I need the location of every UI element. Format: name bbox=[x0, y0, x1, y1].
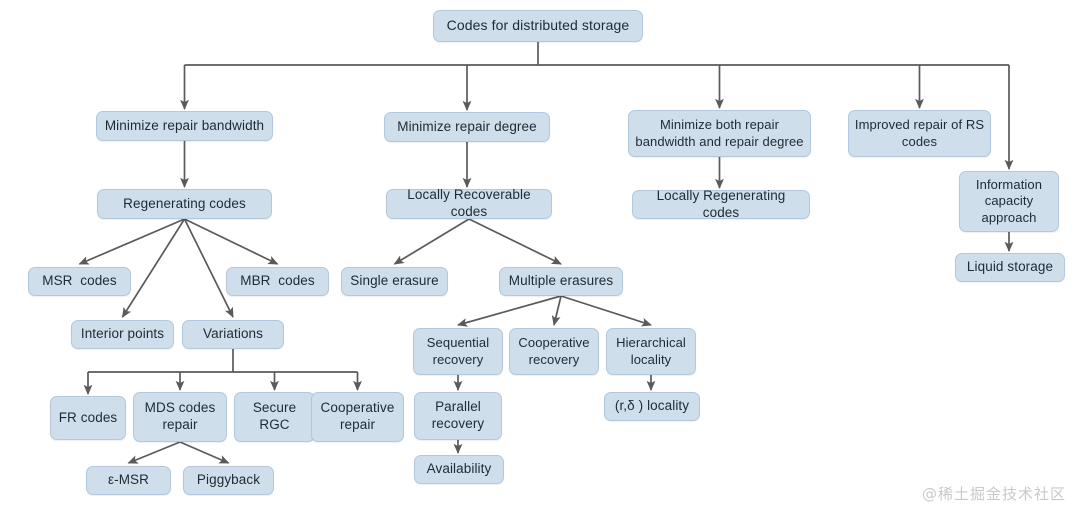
node-multiple[interactable]: Multiple erasures bbox=[499, 267, 623, 296]
node-label-localregen: Locally Regenerating codes bbox=[656, 187, 794, 220]
node-label-msr: MSR codes bbox=[42, 273, 117, 289]
node-seqrec[interactable]: Sequential recovery bbox=[413, 328, 503, 375]
node-root[interactable]: Codes for distributed storage bbox=[433, 10, 643, 42]
node-label-epsmsr: ε-MSR bbox=[107, 472, 149, 488]
node-interior[interactable]: Interior points bbox=[71, 320, 174, 349]
node-label-regen: Regenerating codes bbox=[123, 195, 246, 211]
node-label-hierloc: Hierarchical locality bbox=[616, 335, 686, 367]
node-minbw[interactable]: Minimize repair bandwidth bbox=[96, 111, 273, 141]
node-epsmsr[interactable]: ε-MSR bbox=[86, 466, 171, 495]
node-minboth[interactable]: Minimize both repair bandwidth and repai… bbox=[628, 110, 811, 157]
node-label-mbr: MBR codes bbox=[240, 273, 315, 289]
node-label-securergc: Secure RGC bbox=[252, 400, 297, 432]
node-label-piggyback: Piggyback bbox=[196, 472, 261, 488]
node-label-root: Codes for distributed storage bbox=[446, 17, 630, 34]
node-label-interior: Interior points bbox=[80, 326, 165, 342]
node-label-cooprec: Cooperative recovery bbox=[518, 335, 590, 367]
node-label-liquid: Liquid storage bbox=[966, 259, 1054, 275]
node-label-single: Single erasure bbox=[350, 273, 439, 289]
node-label-seqrec: Sequential recovery bbox=[426, 335, 490, 367]
node-localregen[interactable]: Locally Regenerating codes bbox=[632, 187, 810, 220]
node-label-cooprepair: Cooperative repair bbox=[320, 400, 395, 432]
node-frcodes[interactable]: FR codes bbox=[50, 396, 126, 440]
node-label-availability: Availability bbox=[426, 461, 492, 477]
node-improvedrs[interactable]: Improved repair of RS codes bbox=[848, 110, 991, 157]
node-regen[interactable]: Regenerating codes bbox=[97, 189, 272, 219]
node-infocap[interactable]: Information capacity approach bbox=[959, 171, 1059, 232]
node-liquid[interactable]: Liquid storage bbox=[955, 253, 1065, 282]
watermark: @稀土掘金技术社区 bbox=[921, 485, 1066, 503]
node-label-infocap: Information capacity approach bbox=[975, 177, 1043, 225]
node-piggyback[interactable]: Piggyback bbox=[183, 466, 274, 495]
node-label-rdloc: (r,δ ) locality bbox=[614, 398, 690, 414]
node-label-lrc: Locally Recoverable codes bbox=[407, 187, 535, 219]
node-cooprepair[interactable]: Cooperative repair bbox=[311, 392, 404, 442]
node-lrc[interactable]: Locally Recoverable codes bbox=[386, 187, 552, 219]
node-label-minboth: Minimize both repair bandwidth and repai… bbox=[635, 117, 804, 149]
node-msr[interactable]: MSR codes bbox=[28, 267, 131, 296]
node-label-parallel: Parallel recovery bbox=[431, 399, 485, 431]
node-single[interactable]: Single erasure bbox=[341, 267, 448, 296]
node-variations[interactable]: Variations bbox=[182, 320, 284, 349]
node-label-mindeg: Minimize repair degree bbox=[397, 118, 537, 134]
node-label-improvedrs: Improved repair of RS codes bbox=[854, 117, 985, 149]
node-hierloc[interactable]: Hierarchical locality bbox=[606, 328, 696, 375]
node-cooprec[interactable]: Cooperative recovery bbox=[509, 328, 599, 375]
node-securergc[interactable]: Secure RGC bbox=[234, 392, 315, 442]
node-label-frcodes: FR codes bbox=[58, 409, 118, 425]
node-label-variations: Variations bbox=[202, 326, 264, 342]
node-rdloc[interactable]: (r,δ ) locality bbox=[604, 392, 700, 421]
node-availability[interactable]: Availability bbox=[414, 455, 504, 484]
node-mdsrepair[interactable]: MDS codes repair bbox=[133, 392, 227, 442]
node-mindeg[interactable]: Minimize repair degree bbox=[384, 112, 550, 142]
node-parallel[interactable]: Parallel recovery bbox=[414, 392, 502, 440]
node-label-mdsrepair: MDS codes repair bbox=[144, 400, 216, 432]
node-mbr[interactable]: MBR codes bbox=[226, 267, 329, 296]
node-label-minbw: Minimize repair bandwidth bbox=[104, 117, 265, 133]
node-label-multiple: Multiple erasures bbox=[508, 273, 614, 289]
